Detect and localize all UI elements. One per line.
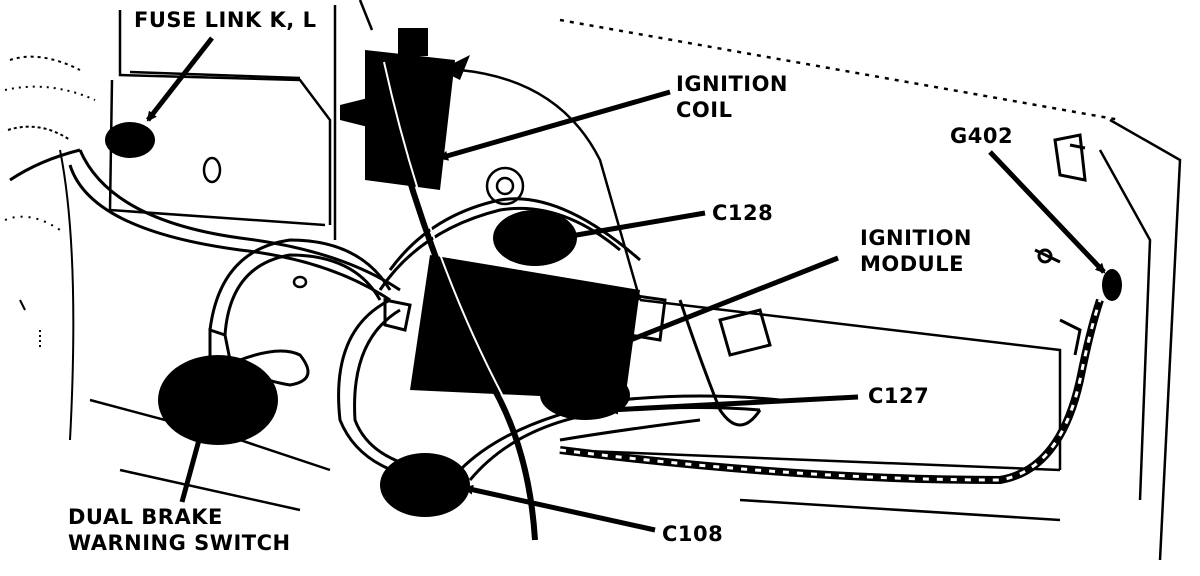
leader-arrows [146, 36, 1106, 533]
dual-brake-arrow [179, 416, 208, 503]
g402-ground [1102, 269, 1122, 301]
wiring-harness [68, 59, 1104, 541]
fuse-link-connector [105, 122, 155, 158]
g402-arrow [988, 150, 1106, 274]
ignition-coil-shape [340, 28, 470, 190]
c108-label: C108 [662, 522, 724, 546]
ignition-coil-arrow [438, 89, 671, 161]
ignition-module-shape [410, 255, 667, 400]
c127-label: C127 [868, 384, 930, 408]
c108-arrow [463, 484, 656, 533]
c128-arrow [563, 210, 706, 241]
connector-shapes [105, 122, 1122, 517]
c108-connector [380, 453, 470, 517]
g402-label: G402 [950, 124, 1014, 148]
left-fender-sketch [4, 55, 96, 441]
dual-brake-label-line1: DUAL BRAKE [68, 505, 223, 529]
ignition-coil-label-line2: COIL [676, 98, 733, 122]
brake-switch-body [158, 355, 278, 445]
ignition-coil-label-line1: IGNITION [676, 72, 789, 96]
fuse-link-arrow [146, 36, 214, 122]
dual-brake-label-line2: WARNING SWITCH [68, 531, 291, 555]
fuse-link-label: FUSE LINK K, L [134, 8, 317, 32]
c127-connector [540, 370, 630, 420]
c128-connector [493, 210, 577, 266]
firewall-outline [89, 0, 1182, 561]
ignition-module-arrow [603, 255, 839, 353]
body-holes [202, 156, 525, 289]
c128-label: C128 [712, 201, 774, 225]
c127-arrow [608, 394, 859, 415]
ignition-module-label-line1: IGNITION [860, 226, 973, 250]
ignition-module-label-line2: MODULE [860, 252, 964, 276]
